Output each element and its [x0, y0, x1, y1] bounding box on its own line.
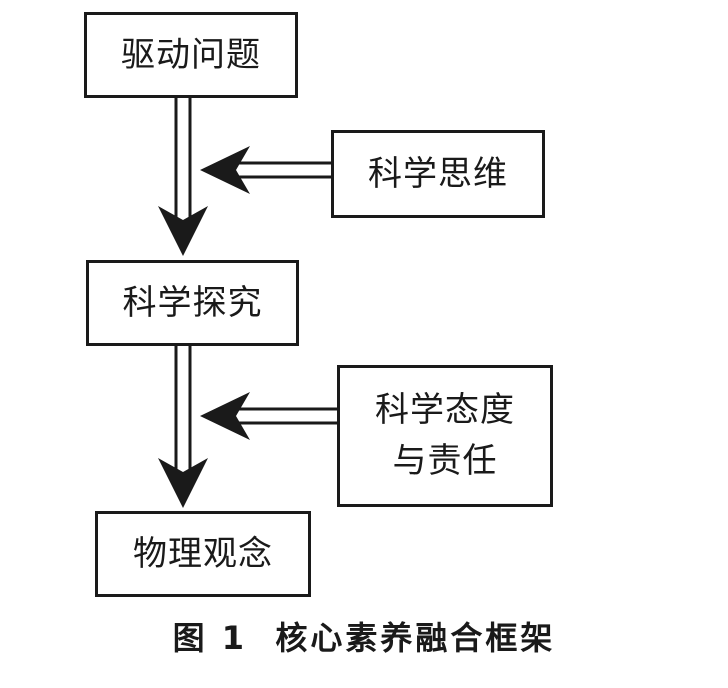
node-scientific-thinking-label: 科学思维 — [368, 153, 508, 194]
node-physics-concept-label: 物理观念 — [133, 533, 273, 574]
node-physics-concept: 物理观念 — [95, 511, 311, 597]
node-drive-question: 驱动问题 — [84, 12, 298, 98]
arrow-drive-to-inquiry — [158, 98, 208, 256]
node-attitude-label-line1: 科学态度 — [375, 390, 515, 430]
node-scientific-inquiry: 科学探究 — [86, 260, 299, 346]
arrow-thinking-to-flow — [200, 146, 331, 194]
node-attitude-label-line2: 与责任 — [392, 441, 498, 481]
arrow-inquiry-to-concept — [158, 346, 208, 508]
node-attitude-responsibility: 科学态度 与责任 — [337, 365, 553, 507]
node-scientific-inquiry-label: 科学探究 — [122, 282, 263, 323]
node-drive-question-label: 驱动问题 — [121, 34, 261, 75]
figure-caption: 图 1 核心素养融合框架 — [172, 619, 556, 657]
arrow-attitude-to-flow — [200, 392, 337, 440]
node-scientific-thinking: 科学思维 — [331, 130, 545, 218]
